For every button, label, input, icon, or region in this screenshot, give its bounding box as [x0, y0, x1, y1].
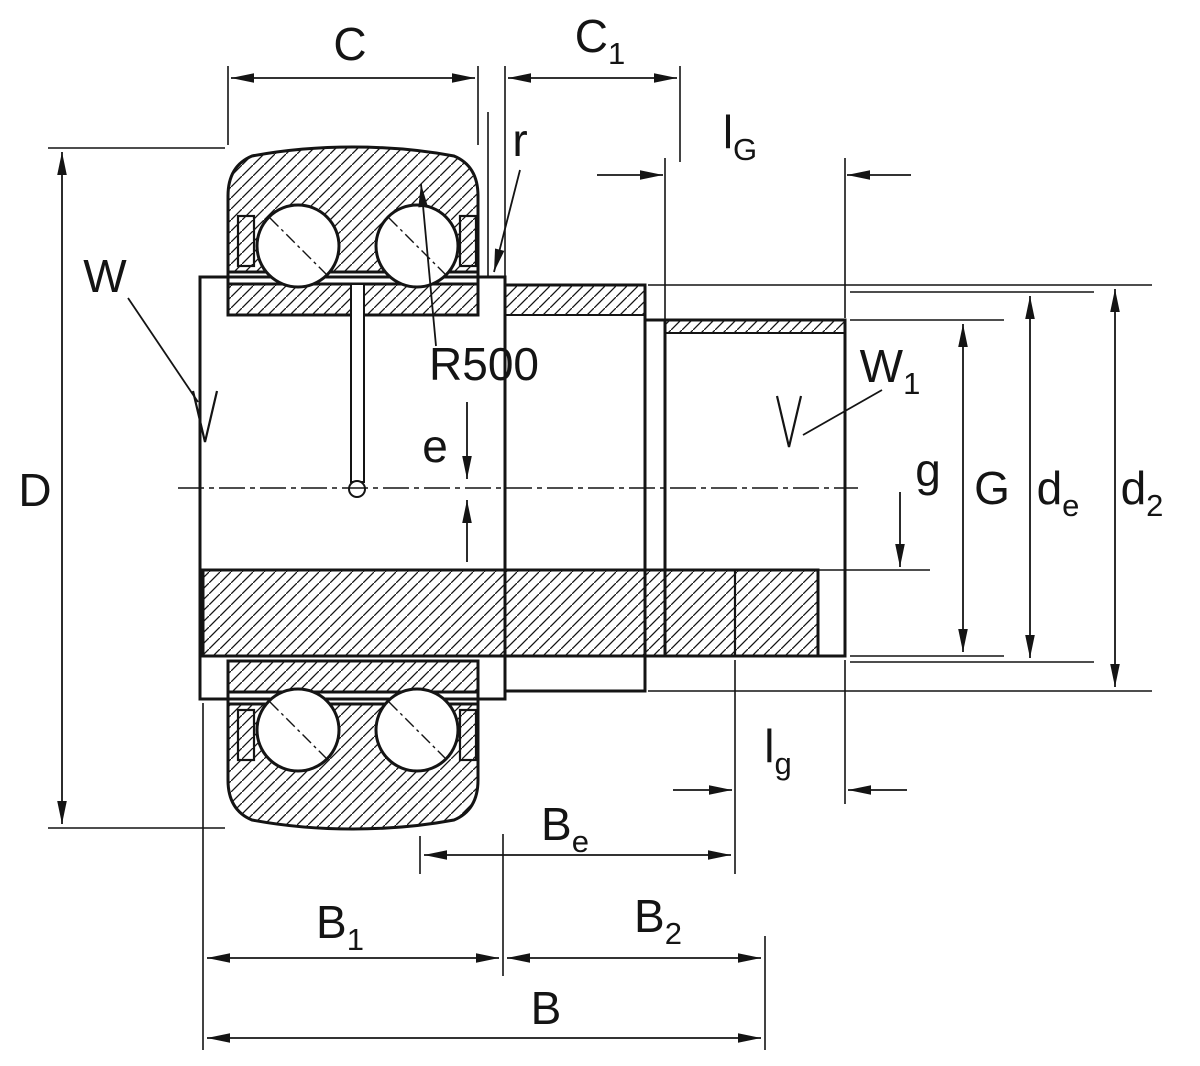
seal-bottom-left — [236, 708, 256, 762]
label-D: D — [18, 464, 51, 516]
leader-r — [493, 169, 521, 273]
leader-W — [127, 297, 199, 403]
surface-mark-W — [191, 390, 219, 443]
seal-bottom-right — [458, 708, 478, 762]
collar-top-hatch — [504, 284, 646, 316]
label-R500: R500 — [429, 338, 539, 390]
label-de: de — [1037, 462, 1080, 523]
leader-R500 — [418, 183, 437, 347]
leader-W1 — [802, 389, 883, 436]
leaders — [127, 169, 883, 448]
label-r: r — [512, 114, 527, 166]
dimension-lines — [57, 73, 1120, 1043]
seal-top-right — [458, 214, 478, 268]
label-B: B — [531, 982, 562, 1034]
ball-axis-mark — [269, 217, 327, 275]
label-W: W — [83, 250, 127, 302]
label-Be: Be — [541, 798, 589, 859]
label-W1: W1 — [860, 340, 921, 401]
label-C: C — [333, 18, 366, 70]
stud-lower-section-hatch — [201, 568, 820, 658]
label-lG: lG — [723, 106, 757, 167]
label-d2: d2 — [1121, 462, 1164, 523]
inner-ring-bottom — [226, 659, 480, 694]
grease-duct-end — [348, 480, 366, 498]
thread-top-hatch — [664, 319, 846, 334]
label-G: G — [974, 462, 1010, 514]
surface-mark-W1 — [775, 395, 803, 448]
lubrication-duct — [348, 283, 366, 498]
ball-axis-mark — [388, 701, 446, 759]
ball-axis-mark — [269, 701, 327, 759]
labels: C C1 r lG W R500 e W1 g G de d2 D lg Be … — [18, 10, 1163, 1034]
label-e: e — [422, 420, 448, 472]
label-B2: B2 — [634, 890, 682, 951]
label-C1: C1 — [575, 10, 625, 71]
label-lg: lg — [764, 720, 791, 781]
label-B1: B1 — [316, 896, 364, 957]
seal-top-left — [236, 214, 256, 268]
grease-duct-channel — [350, 283, 365, 483]
ball-axis-mark — [388, 217, 446, 275]
roller-bottom-section — [226, 659, 480, 831]
label-g: g — [915, 444, 941, 496]
